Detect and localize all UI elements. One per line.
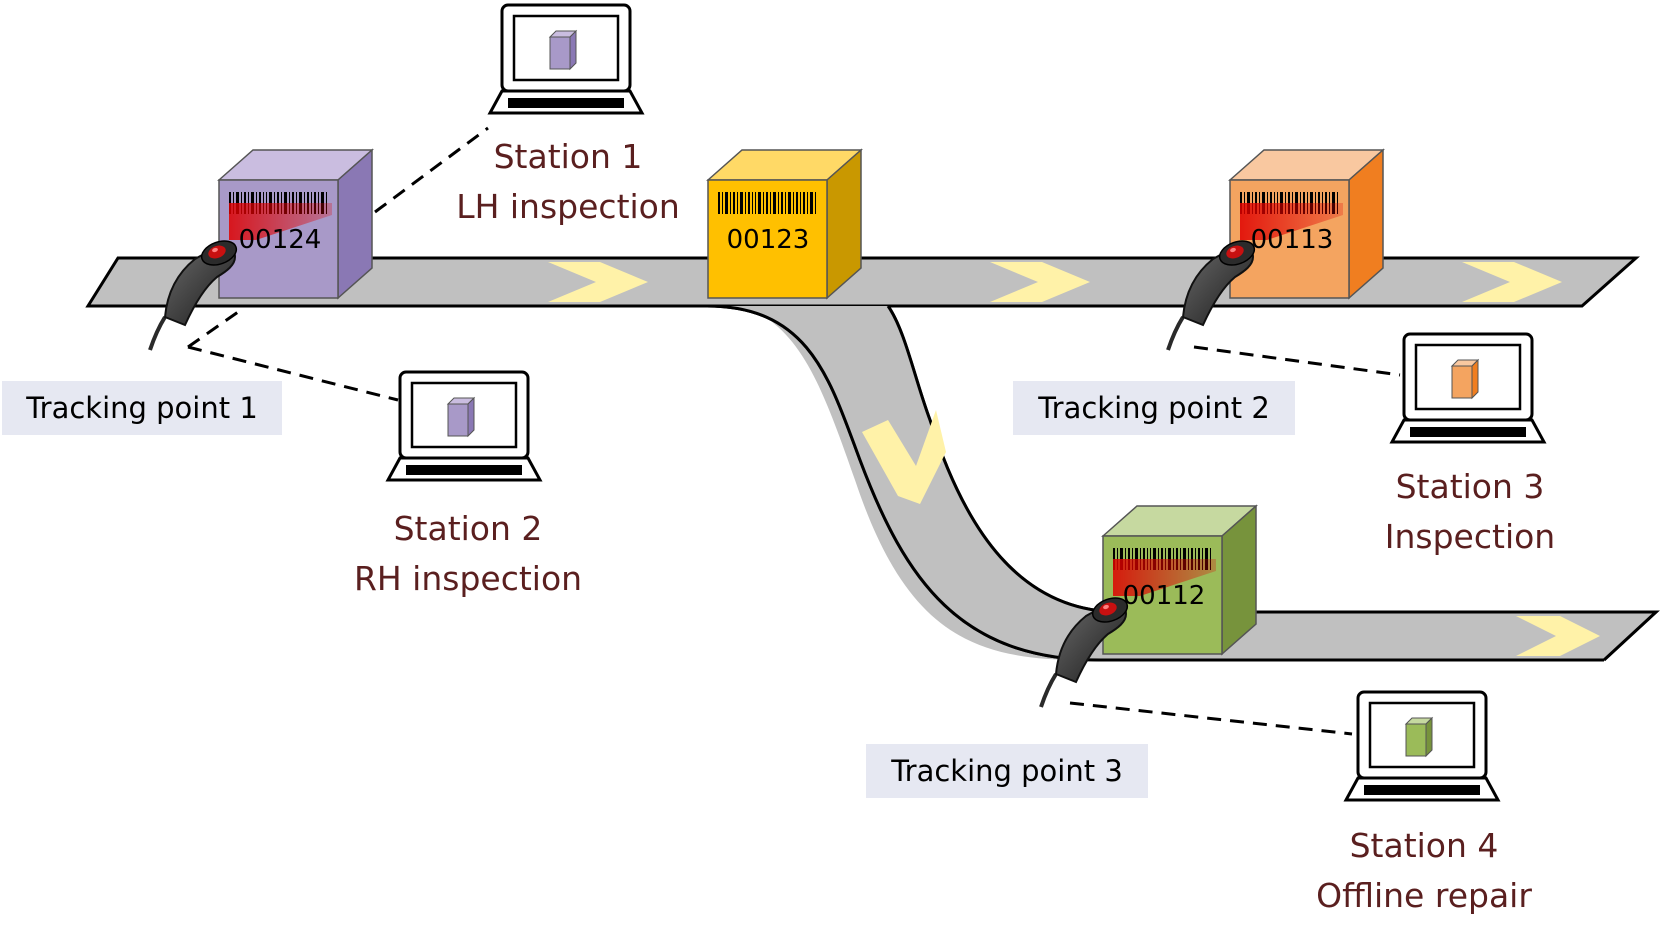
station-name: Station 2 xyxy=(394,509,543,548)
connector-lines xyxy=(187,126,1401,736)
screen-box-icon xyxy=(548,29,578,71)
box-code: 00124 xyxy=(239,225,322,255)
station-label: Station 4 Offline repair xyxy=(1316,826,1532,915)
laptop-icon xyxy=(386,370,542,482)
package-box: 00112 xyxy=(1101,504,1258,656)
tracking-point-text: Tracking point 1 xyxy=(25,391,258,425)
laptop-icon xyxy=(1344,690,1500,802)
direction-chevron xyxy=(548,262,648,302)
screen-box-icon xyxy=(1404,716,1434,758)
package-box: 00123 xyxy=(706,148,863,300)
direction-chevron xyxy=(862,410,946,504)
tracking-point-label: Tracking point 1 xyxy=(2,381,282,435)
tracking-point-label: Tracking point 2 xyxy=(1013,381,1295,435)
laptop-icon xyxy=(488,3,644,115)
station-task: RH inspection xyxy=(354,559,582,598)
tracking-point-text: Tracking point 3 xyxy=(890,754,1123,788)
screen-box-icon xyxy=(446,396,476,438)
station-label: Station 1 LH inspection xyxy=(456,137,680,226)
laptop-icon xyxy=(1390,332,1546,444)
station-task: Offline repair xyxy=(1316,876,1532,915)
station-name: Station 3 xyxy=(1396,467,1545,506)
station-task: LH inspection xyxy=(456,187,680,226)
station-label: Station 3 Inspection xyxy=(1385,467,1555,556)
station-name: Station 1 xyxy=(494,137,643,176)
station-label: Station 2 RH inspection xyxy=(354,509,582,598)
station-name: Station 4 xyxy=(1350,826,1499,865)
screen-box-icon xyxy=(1450,358,1480,400)
box-code: 00123 xyxy=(727,225,810,255)
direction-chevron xyxy=(1516,616,1600,656)
box-code: 00113 xyxy=(1251,225,1334,255)
direction-chevron xyxy=(990,262,1090,302)
package-box: 00113 xyxy=(1228,148,1385,300)
station-task: Inspection xyxy=(1385,517,1555,556)
package-box: 00124 xyxy=(217,148,374,300)
tracking-point-label: Tracking point 3 xyxy=(866,744,1148,798)
tracking-point-text: Tracking point 2 xyxy=(1037,391,1270,425)
direction-chevron xyxy=(1462,262,1562,302)
box-code: 00112 xyxy=(1123,581,1206,611)
